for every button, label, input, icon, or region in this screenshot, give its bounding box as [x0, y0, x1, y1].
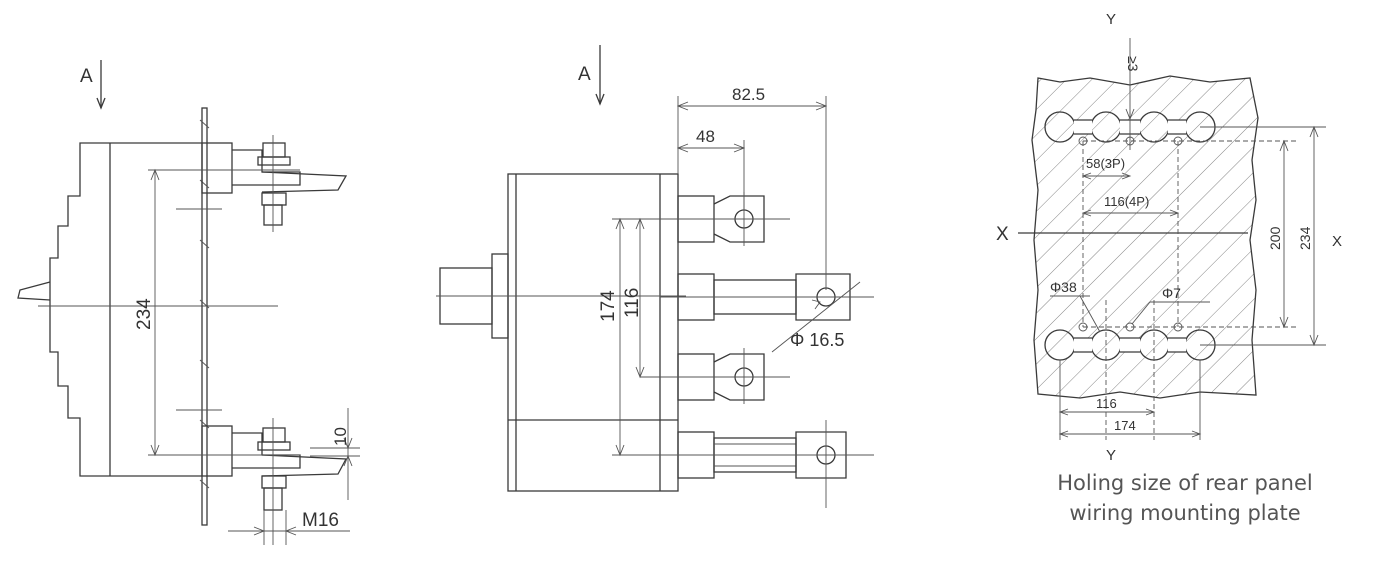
dim-116: 116 — [622, 288, 643, 318]
top-busbar — [261, 171, 348, 193]
bottom-bolt-head — [262, 427, 286, 443]
dim-m16: M16 — [302, 510, 339, 531]
dim-48: 48 — [696, 127, 715, 146]
axis-y-bottom: Y — [1106, 447, 1116, 464]
dim-116-bottom: 116 — [1096, 396, 1117, 411]
axis-y-top: Y — [1106, 11, 1116, 28]
dim-174: 174 — [598, 290, 619, 322]
view-label-a: A — [578, 64, 591, 85]
dim-200: 200 — [1267, 226, 1283, 250]
dim-phi-16-5: Φ 16.5 — [790, 330, 844, 350]
dim-phi-38: Φ38 — [1050, 279, 1077, 295]
top-terminal-block — [201, 142, 233, 194]
panel-caption: Holing size of rear panel wiring mountin… — [1020, 468, 1350, 528]
view-label-a: A — [80, 66, 93, 87]
breaker-handle — [17, 281, 51, 301]
mounting-plate — [201, 107, 208, 526]
axis-x-left: X — [996, 224, 1009, 245]
breaker-body-outline — [49, 142, 110, 477]
panel-hatching — [1032, 76, 1258, 398]
breaker-body — [507, 173, 679, 492]
dim-82-5: 82.5 — [732, 85, 765, 104]
view-arrow-head — [96, 97, 106, 110]
top-bolt-head — [262, 142, 286, 158]
bottom-terminal-block — [201, 425, 233, 477]
bottom-busbar — [261, 454, 348, 477]
panel-outline — [1031, 75, 1259, 399]
view-arrow-head — [595, 93, 605, 106]
side-view: A — [17, 60, 360, 545]
caption-line-1: Holing size of rear panel — [1057, 471, 1313, 495]
dim-174-bottom: 174 — [1114, 418, 1136, 433]
dim-58-3p: 58(3P) — [1086, 156, 1125, 171]
dim-116-4p: 116(4P) — [1104, 194, 1149, 209]
dim-234: 234 — [134, 298, 155, 330]
dim-phi-7: Φ7 — [1162, 285, 1181, 301]
front-view: A — [436, 45, 874, 508]
caption-line-2: wiring mounting plate — [1069, 501, 1301, 525]
dim-ge-3: ≥3 — [1125, 56, 1141, 72]
panel-hole-view: Y Y X X ≥3 58(3P) 116(4P) 200 234 Φ38 Φ7 — [996, 11, 1342, 464]
dim-10: 10 — [331, 427, 350, 446]
dim-234-panel: 234 — [1297, 226, 1313, 250]
axis-x-right: X — [1332, 233, 1342, 250]
